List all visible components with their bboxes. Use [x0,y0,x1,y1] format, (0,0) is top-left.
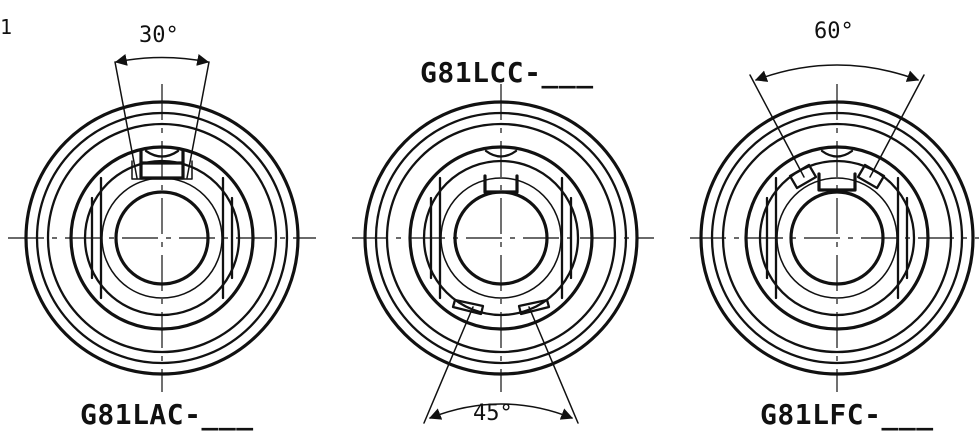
right-inner-ring [758,159,916,317]
middle-angle-leg-right [528,306,579,424]
left-angle-leg-left [114,61,138,179]
middle-angle-leg-left [423,306,474,424]
right-angle-arc [754,64,920,82]
left-angle-leg-right [186,61,210,179]
left-secondary-ring [35,111,289,365]
right-angle-label: 60° [814,19,854,44]
left-bearing-ring [69,145,255,331]
left-keyway-top [139,149,185,165]
middle-bearing-view: G81LCC-___ 45° [352,56,654,426]
left-bore-circle [114,190,210,286]
left-angle-arc [114,54,210,66]
middle-secondary-ring [374,111,628,365]
middle-inner-ring [422,159,580,317]
middle-keyway [483,174,519,194]
middle-angle-label: 45° [473,401,513,426]
right-keyway [817,172,857,192]
right-outer-ring [699,100,975,376]
left-body-ring [46,122,278,354]
right-upper-key-right [856,163,886,190]
left-keyway-inner [139,161,185,180]
middle-lube-groove [484,149,518,158]
middle-body-ring [385,122,617,354]
left-detail-box [131,160,193,180]
left-lube-groove [144,149,180,158]
right-bearing-view: 60° G81LFC-___ [690,19,979,431]
left-bearing-view: 30° G81LAC-___ [8,23,316,431]
middle-lower-key-right [517,298,551,316]
right-bearing-ring [744,145,930,331]
right-secondary-ring [710,111,964,365]
middle-part-label: G81LCC-___ [420,56,594,89]
right-upper-key-left [788,163,818,190]
corner-label: 1 [0,15,12,39]
right-lube-groove [820,149,854,158]
right-body-ring [721,122,953,354]
middle-outer-ring [363,100,639,376]
left-angle-label: 30° [139,23,179,48]
right-bore-circle [789,190,885,286]
right-part-label: G81LFC-___ [760,398,934,431]
middle-lower-key-left [451,298,485,316]
middle-bearing-ring [408,145,594,331]
left-inner-ring [83,159,241,317]
left-outer-ring [24,100,300,376]
right-angle-leg-right [869,74,925,178]
middle-angle-arc [428,403,574,420]
left-part-label: G81LAC-___ [80,398,254,431]
right-angle-leg-left [749,74,805,178]
